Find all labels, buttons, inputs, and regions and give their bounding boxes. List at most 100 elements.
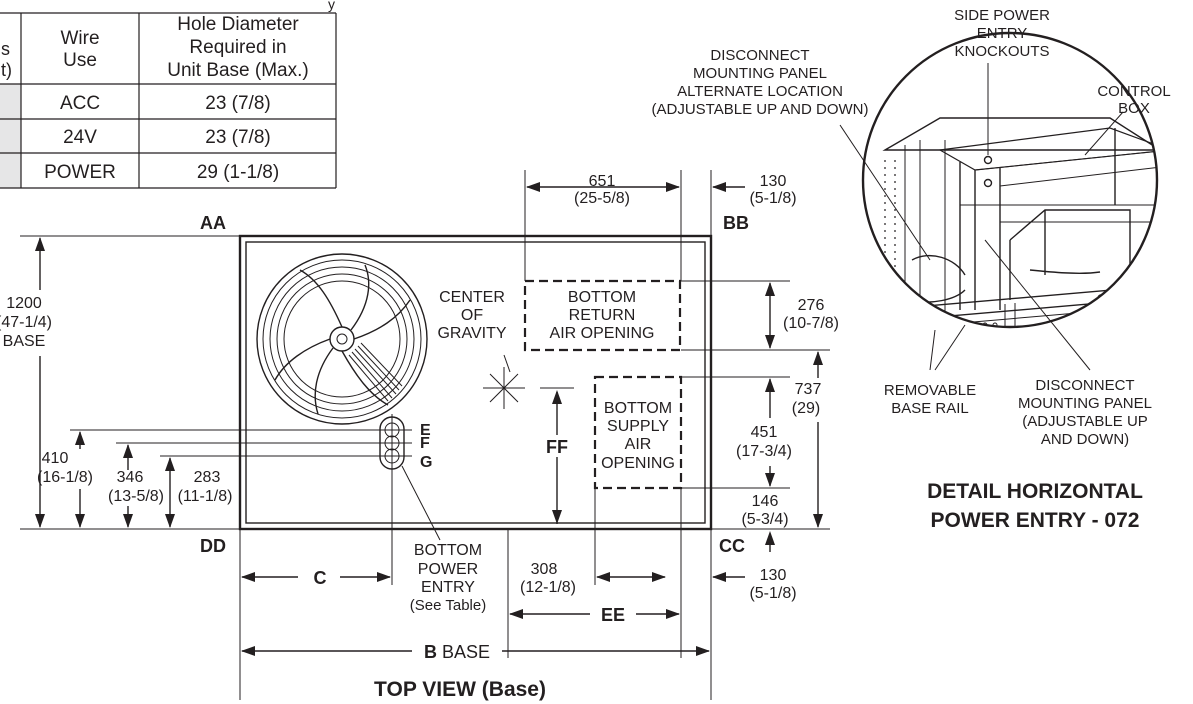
svg-text:KNOCKOUTS: KNOCKOUTS [954, 43, 1049, 60]
dim-1200-base: BASE [3, 333, 46, 350]
top-view-title: TOP VIEW (Base) [374, 678, 546, 701]
svg-text:AIR: AIR [625, 436, 652, 453]
table-header-wire-line1: Wire [60, 28, 99, 49]
svg-text:ENTRY: ENTRY [421, 579, 475, 596]
svg-text:AND DOWN): AND DOWN) [1041, 431, 1129, 448]
dim-283-in: (11-1/8) [178, 488, 233, 505]
power-entry-label: BOTTOM POWER ENTRY (See Table) [410, 542, 486, 614]
dim-ee: EE [601, 605, 625, 625]
table-header-wire-line2: Use [63, 50, 97, 71]
dim-651-in: (25-5/8) [574, 190, 630, 207]
svg-text:ENTRY: ENTRY [977, 25, 1028, 42]
supply-air-opening [593, 375, 683, 490]
svg-text:BASE RAIL: BASE RAIL [891, 400, 969, 417]
dim-283-mm: 283 [194, 469, 221, 486]
table-cell-hole-power: 29 (1-1/8) [197, 162, 279, 183]
table-cell-wire-power: POWER [44, 162, 116, 183]
corner-bb: BB [723, 213, 749, 233]
detail-title-line1: DETAIL HORIZONTAL [927, 480, 1143, 503]
hole-label-f: F [420, 435, 430, 452]
table-header-fragment-2: t) [1, 60, 12, 80]
table-header-hole-line2: Required in [189, 37, 286, 58]
table-row-shade-first-col [0, 84, 21, 188]
svg-text:SUPPLY: SUPPLY [607, 418, 669, 435]
dim-737-mm: 737 [795, 381, 822, 398]
svg-text:MOUNTING PANEL: MOUNTING PANEL [1018, 395, 1152, 412]
detail-title-line2: POWER ENTRY - 072 [931, 509, 1140, 532]
dim-ff: FF [546, 437, 568, 457]
alt-panel-label: DISCONNECT MOUNTING PANEL ALTERNATE LOCA… [652, 47, 869, 118]
dim-276-mm: 276 [798, 297, 825, 314]
dim-346-in: (13-5/8) [108, 488, 164, 505]
dim-308-in: (12-1/8) [520, 579, 576, 596]
base-inner-outline [245, 241, 706, 524]
svg-text:DISCONNECT: DISCONNECT [710, 47, 809, 64]
table-header-hole-line3: Unit Base (Max.) [167, 60, 308, 81]
svg-text:BOX: BOX [1118, 100, 1150, 117]
table-header-hole-line1: Hole Diameter [177, 14, 299, 35]
svg-text:CONTROL: CONTROL [1097, 83, 1170, 100]
svg-text:GRAVITY: GRAVITY [437, 325, 506, 342]
svg-text:RETURN: RETURN [569, 307, 636, 324]
supply-opening-label: BOTTOM SUPPLY AIR OPENING [601, 400, 675, 472]
corner-aa: AA [200, 213, 226, 233]
base-outline [238, 234, 713, 531]
svg-text:POWER: POWER [418, 561, 478, 578]
svg-text:(See Table): (See Table) [410, 597, 486, 614]
svg-text:BOTTOM: BOTTOM [604, 400, 672, 417]
corner-dd: DD [200, 536, 226, 556]
svg-text:BOTTOM: BOTTOM [414, 542, 482, 559]
return-opening-label: BOTTOM RETURN AIR OPENING [550, 289, 655, 342]
base-rail-label: REMOVABLE BASE RAIL [884, 382, 976, 417]
dim-130-bot-mm: 130 [760, 567, 787, 584]
svg-text:DISCONNECT: DISCONNECT [1035, 377, 1134, 394]
dim-c: C [314, 568, 327, 588]
table-cell-wire-acc: ACC [60, 93, 100, 114]
control-box-label: CONTROL BOX [1097, 83, 1170, 117]
dim-737-in: (29) [792, 400, 820, 417]
detail-unit-illustration [879, 117, 1157, 327]
panel-label: DISCONNECT MOUNTING PANEL (ADJUSTABLE UP… [1018, 377, 1152, 448]
dim-1200-mm: 1200 [6, 295, 42, 312]
svg-text:REMOVABLE: REMOVABLE [884, 382, 976, 399]
svg-text:ALTERNATE LOCATION: ALTERNATE LOCATION [677, 83, 843, 100]
hole-label-g: G [420, 454, 432, 471]
svg-text:OPENING: OPENING [601, 455, 675, 472]
svg-text:CENTER: CENTER [439, 289, 505, 306]
dim-308-mm: 308 [531, 561, 558, 578]
table-top-fragment: y [328, 0, 335, 12]
condenser-fan-icon [256, 253, 428, 425]
table-header-fragment-1: s [1, 39, 10, 59]
table-cell-wire-24v: 24V [63, 127, 97, 148]
svg-text:(ADJUSTABLE UP: (ADJUSTABLE UP [1022, 413, 1148, 430]
svg-text:MOUNTING PANEL: MOUNTING PANEL [693, 65, 827, 82]
detail-horizontal-power-entry: SIDE POWER ENTRY KNOCKOUTS DISCONNECT MO… [652, 7, 1171, 532]
svg-text:OF: OF [461, 307, 483, 324]
dim-410-in: (16-1/8) [37, 469, 93, 486]
dim-410-mm: 410 [42, 450, 69, 467]
dim-276-in: (10-7/8) [783, 315, 839, 332]
cog-label: CENTER OF GRAVITY [437, 289, 506, 342]
svg-text:BOTTOM: BOTTOM [568, 289, 636, 306]
table-cell-hole-24v: 23 (7/8) [205, 127, 270, 148]
corner-cc: CC [719, 536, 745, 556]
return-air-opening [523, 279, 682, 352]
center-of-gravity-marker [483, 354, 525, 409]
svg-text:AIR OPENING: AIR OPENING [550, 325, 655, 342]
wire-hole-table: y s t) Wire Use Hole Diameter Required i… [0, 0, 337, 189]
dim-146-mm: 146 [752, 493, 779, 510]
table-cell-hole-acc: 23 (7/8) [205, 93, 270, 114]
dim-451-mm: 451 [751, 424, 778, 441]
dim-651-mm: 651 [589, 173, 616, 190]
svg-text:SIDE POWER: SIDE POWER [954, 7, 1050, 24]
dim-130-bot-in: (5-1/8) [749, 585, 796, 602]
dim-451-in: (17-3/4) [736, 443, 792, 460]
hole-label-e: E [420, 422, 431, 439]
dim-b-base: B BASE [424, 642, 490, 662]
dim-130-top-in: (5-1/8) [749, 190, 796, 207]
top-view: AA BB DD CC [0, 170, 839, 701]
dim-1200-in: (47-1/4) [0, 314, 52, 331]
side-knockouts-label: SIDE POWER ENTRY KNOCKOUTS [954, 7, 1050, 60]
dim-346-mm: 346 [117, 469, 144, 486]
